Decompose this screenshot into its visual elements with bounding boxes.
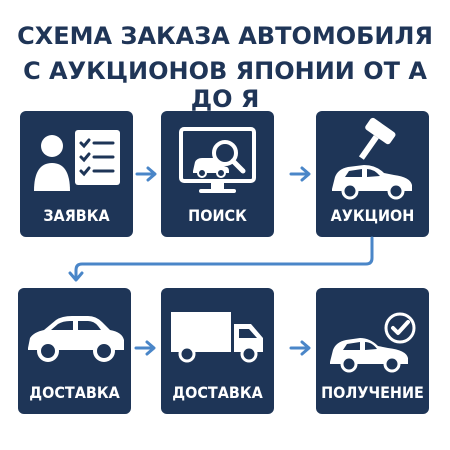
step-label: АУКЦИОН	[330, 206, 415, 225]
step-card-delivery-truck: ДОСТАВКА	[161, 288, 274, 414]
step-card-delivery-car: ДОСТАВКА	[18, 288, 131, 414]
car-check-icon	[330, 312, 416, 373]
step-label: ПОЛУЧЕНИЕ	[321, 383, 424, 402]
arrow-right-icon	[289, 166, 311, 182]
step-label: ДОСТАВКА	[29, 383, 120, 402]
person-checklist-icon	[34, 130, 120, 191]
arrow-right-icon	[289, 340, 311, 356]
diagram-title-line1: СХЕМА ЗАКАЗА АВТОМОБИЛЯ	[17, 22, 433, 50]
step-card-receipt: ПОЛУЧЕНИЕ	[316, 288, 429, 414]
arrow-return-icon	[68, 236, 374, 282]
step-card-search: ПОИСК	[161, 111, 274, 237]
car-icon	[28, 316, 124, 362]
step-card-request: ЗАЯВКА	[20, 111, 133, 237]
arrow-right-icon	[135, 166, 157, 182]
gavel-car-icon	[332, 117, 412, 200]
diagram-title-line2: С АУКЦИОНОВ ЯПОНИИ ОТ А ДО Я	[23, 57, 427, 113]
arrow-right-icon	[134, 340, 156, 356]
step-card-auction: АУКЦИОН	[316, 111, 429, 237]
step-label: ДОСТАВКА	[172, 383, 263, 402]
step-label: ПОИСК	[188, 206, 247, 225]
truck-icon	[171, 312, 263, 363]
monitor-search-car-icon	[179, 127, 256, 193]
step-label: ЗАЯВКА	[43, 206, 110, 225]
